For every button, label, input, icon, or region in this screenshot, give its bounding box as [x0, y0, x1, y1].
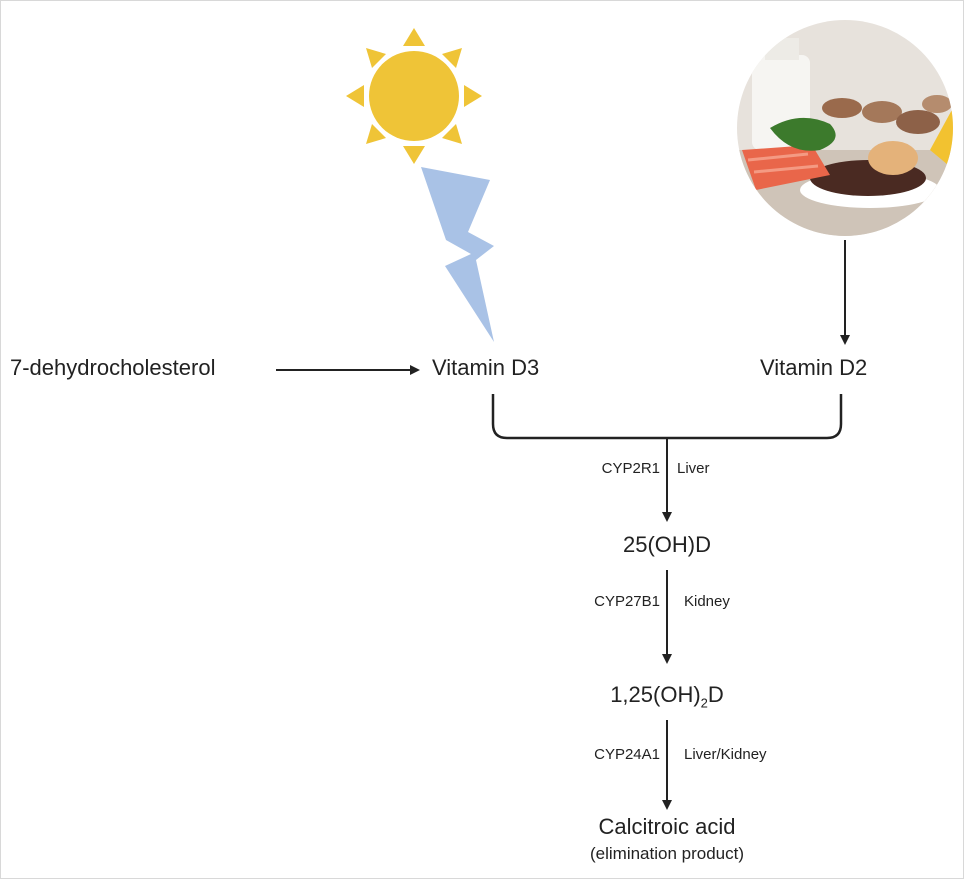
enzyme-cyp27b1: CYP27B1 [594, 593, 660, 610]
organ-liver: Liver [677, 460, 710, 477]
sun-icon [346, 28, 482, 164]
lightning-bolt-icon [421, 167, 494, 342]
calcitroic-acid-label: Calcitroic acid [598, 814, 736, 839]
organ-liver-kidney: Liver/Kidney [684, 746, 767, 763]
elimination-product-note: (elimination product) [589, 844, 745, 863]
calcitriol-suffix: D [707, 682, 724, 707]
calcitriol-prefix: 1,25(OH) [610, 682, 701, 707]
merge-bracket [491, 394, 843, 440]
vitamin-d2-label: Vitamin D2 [760, 355, 868, 380]
precursor-label: 7-dehydrocholesterol [10, 355, 216, 380]
calcitriol-label: 1,25(OH)2D [610, 682, 724, 710]
enzyme-cyp2r1: CYP2R1 [601, 460, 660, 477]
calcidiol-label: 25(OH)D [622, 532, 712, 557]
enzyme-cyp24a1: CYP24A1 [594, 746, 660, 763]
pathway-lines [276, 240, 850, 810]
vitamin-d3-label: Vitamin D3 [432, 355, 540, 380]
calcitriol-subscript: 2 [700, 695, 708, 711]
food-sources-photo [737, 20, 953, 236]
organ-kidney: Kidney [684, 593, 730, 610]
